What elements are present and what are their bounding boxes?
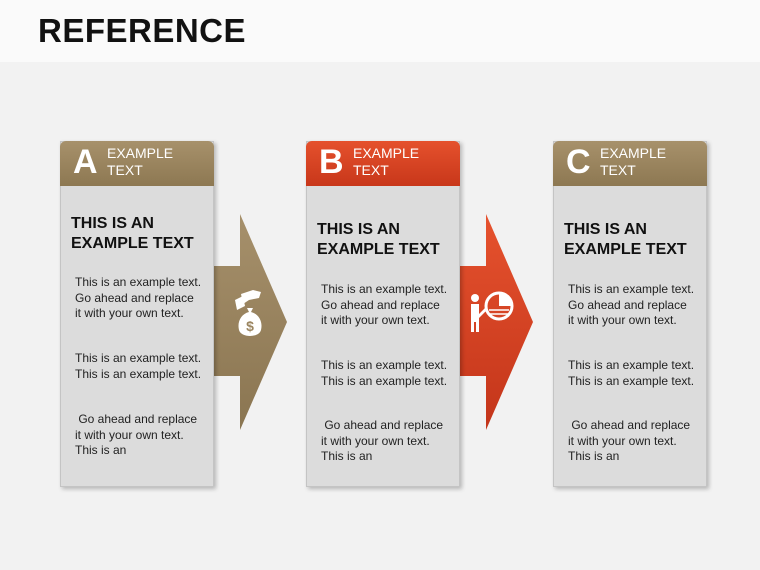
card-b: B EXAMPLE TEXT THIS IS AN EXAMPLE TEXT T… [306, 141, 460, 487]
card-c-letter: C [566, 143, 591, 181]
card-b-paragraph-1: This is an example text. Go ahead and re… [321, 282, 448, 327]
card-c-heading: THIS IS AN EXAMPLE TEXT [564, 221, 687, 258]
card-b-letter: B [319, 143, 344, 181]
svg-text:$: $ [246, 318, 254, 334]
card-c-header-label: EXAMPLE TEXT [600, 145, 667, 178]
card-b-heading: THIS IS AN EXAMPLE TEXT [317, 221, 440, 258]
card-b-header: B EXAMPLE TEXT [306, 141, 460, 186]
card-b-header-label: EXAMPLE TEXT [353, 145, 420, 178]
card-a-letter: A [73, 143, 98, 181]
card-b-paragraph-3: Go ahead and replace it with your own te… [321, 418, 447, 463]
card-a-header-label: EXAMPLE TEXT [107, 145, 174, 178]
arrow-a-to-b: $ [211, 214, 287, 430]
card-a: A EXAMPLE TEXT THIS IS AN EXAMPLE TEXT T… [60, 141, 214, 487]
card-b-paragraph-2: This is an example text. This is an exam… [321, 358, 448, 388]
card-a-paragraph-1: This is an example text. Go ahead and re… [75, 275, 202, 320]
presenter-pie-chart-icon [471, 291, 514, 332]
money-bag-hand-icon: $ [235, 290, 262, 336]
card-c-paragraph-2: This is an example text. This is an exam… [568, 358, 695, 388]
card-c-header: C EXAMPLE TEXT [553, 141, 707, 186]
card-a-header: A EXAMPLE TEXT [60, 141, 214, 186]
card-c-paragraph-3: Go ahead and replace it with your own te… [568, 418, 694, 463]
arrow-b-to-c [457, 214, 533, 430]
card-a-heading: THIS IS AN EXAMPLE TEXT [71, 215, 194, 252]
title-bar: REFERENCE [0, 0, 760, 62]
card-c-paragraph-1: This is an example text. Go ahead and re… [568, 282, 695, 327]
page-title: REFERENCE [38, 12, 247, 49]
card-a-paragraph-2: This is an example text. This is an exam… [75, 351, 202, 381]
card-a-paragraph-3: Go ahead and replace it with your own te… [75, 412, 201, 457]
card-c: C EXAMPLE TEXT THIS IS AN EXAMPLE TEXT T… [553, 141, 707, 487]
